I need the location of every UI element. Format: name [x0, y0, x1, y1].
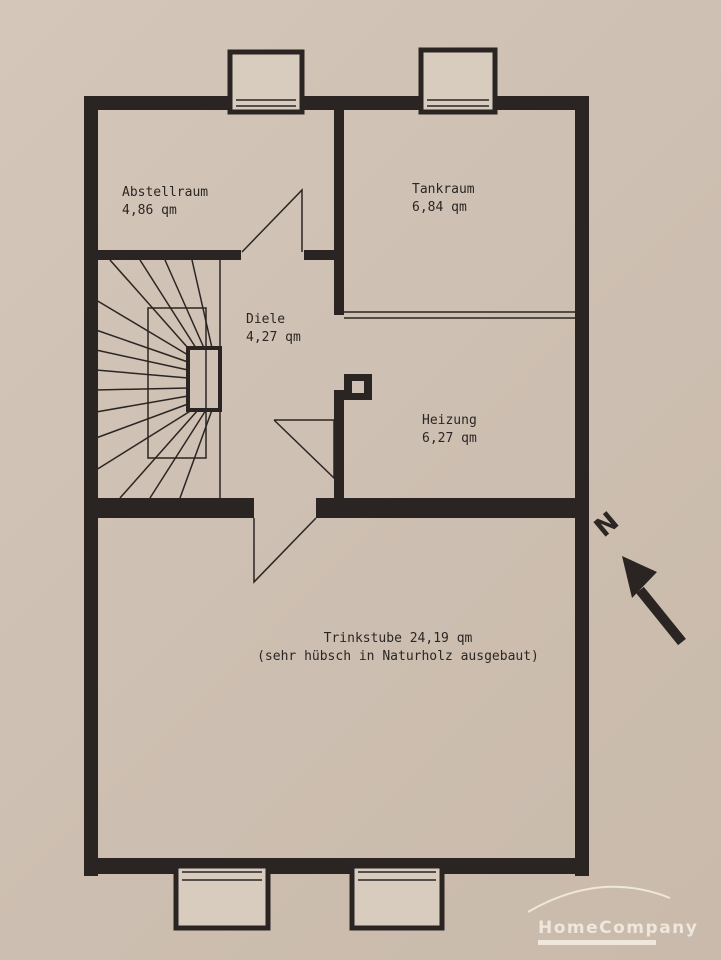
watermark-bar [538, 940, 656, 945]
room-area: 4,86 qm [122, 203, 177, 218]
windows [173, 47, 498, 931]
room-name: Diele [246, 312, 286, 327]
room-area: 6,27 qm [422, 431, 477, 446]
north-arrow-icon [622, 556, 686, 646]
room-heizung: Heizung 6,27 qm [422, 412, 477, 448]
room-name: Trinkstube 24,19 qm [323, 631, 473, 646]
room-tankraum: Tankraum 6,84 qm [412, 181, 475, 217]
details [95, 99, 575, 881]
room-description: (sehr hübsch in Naturholz ausgebaut) [257, 649, 539, 664]
watermark-arc [527, 885, 671, 913]
room-name: Abstellraum [122, 185, 209, 200]
room-trinkstube: Trinkstube 24,19 qm (sehr hübsch in Natur… [158, 630, 638, 666]
room-area: 4,27 qm [246, 330, 301, 345]
room-name: Heizung [422, 413, 477, 428]
watermark-logo: HomeCompany [538, 918, 699, 938]
room-name: Tankraum [412, 182, 475, 197]
room-abstellraum: Abstellraum 4,86 qm [122, 184, 208, 220]
room-diele: Diele 4,27 qm [246, 311, 301, 347]
room-area: 6,84 qm [412, 200, 467, 215]
